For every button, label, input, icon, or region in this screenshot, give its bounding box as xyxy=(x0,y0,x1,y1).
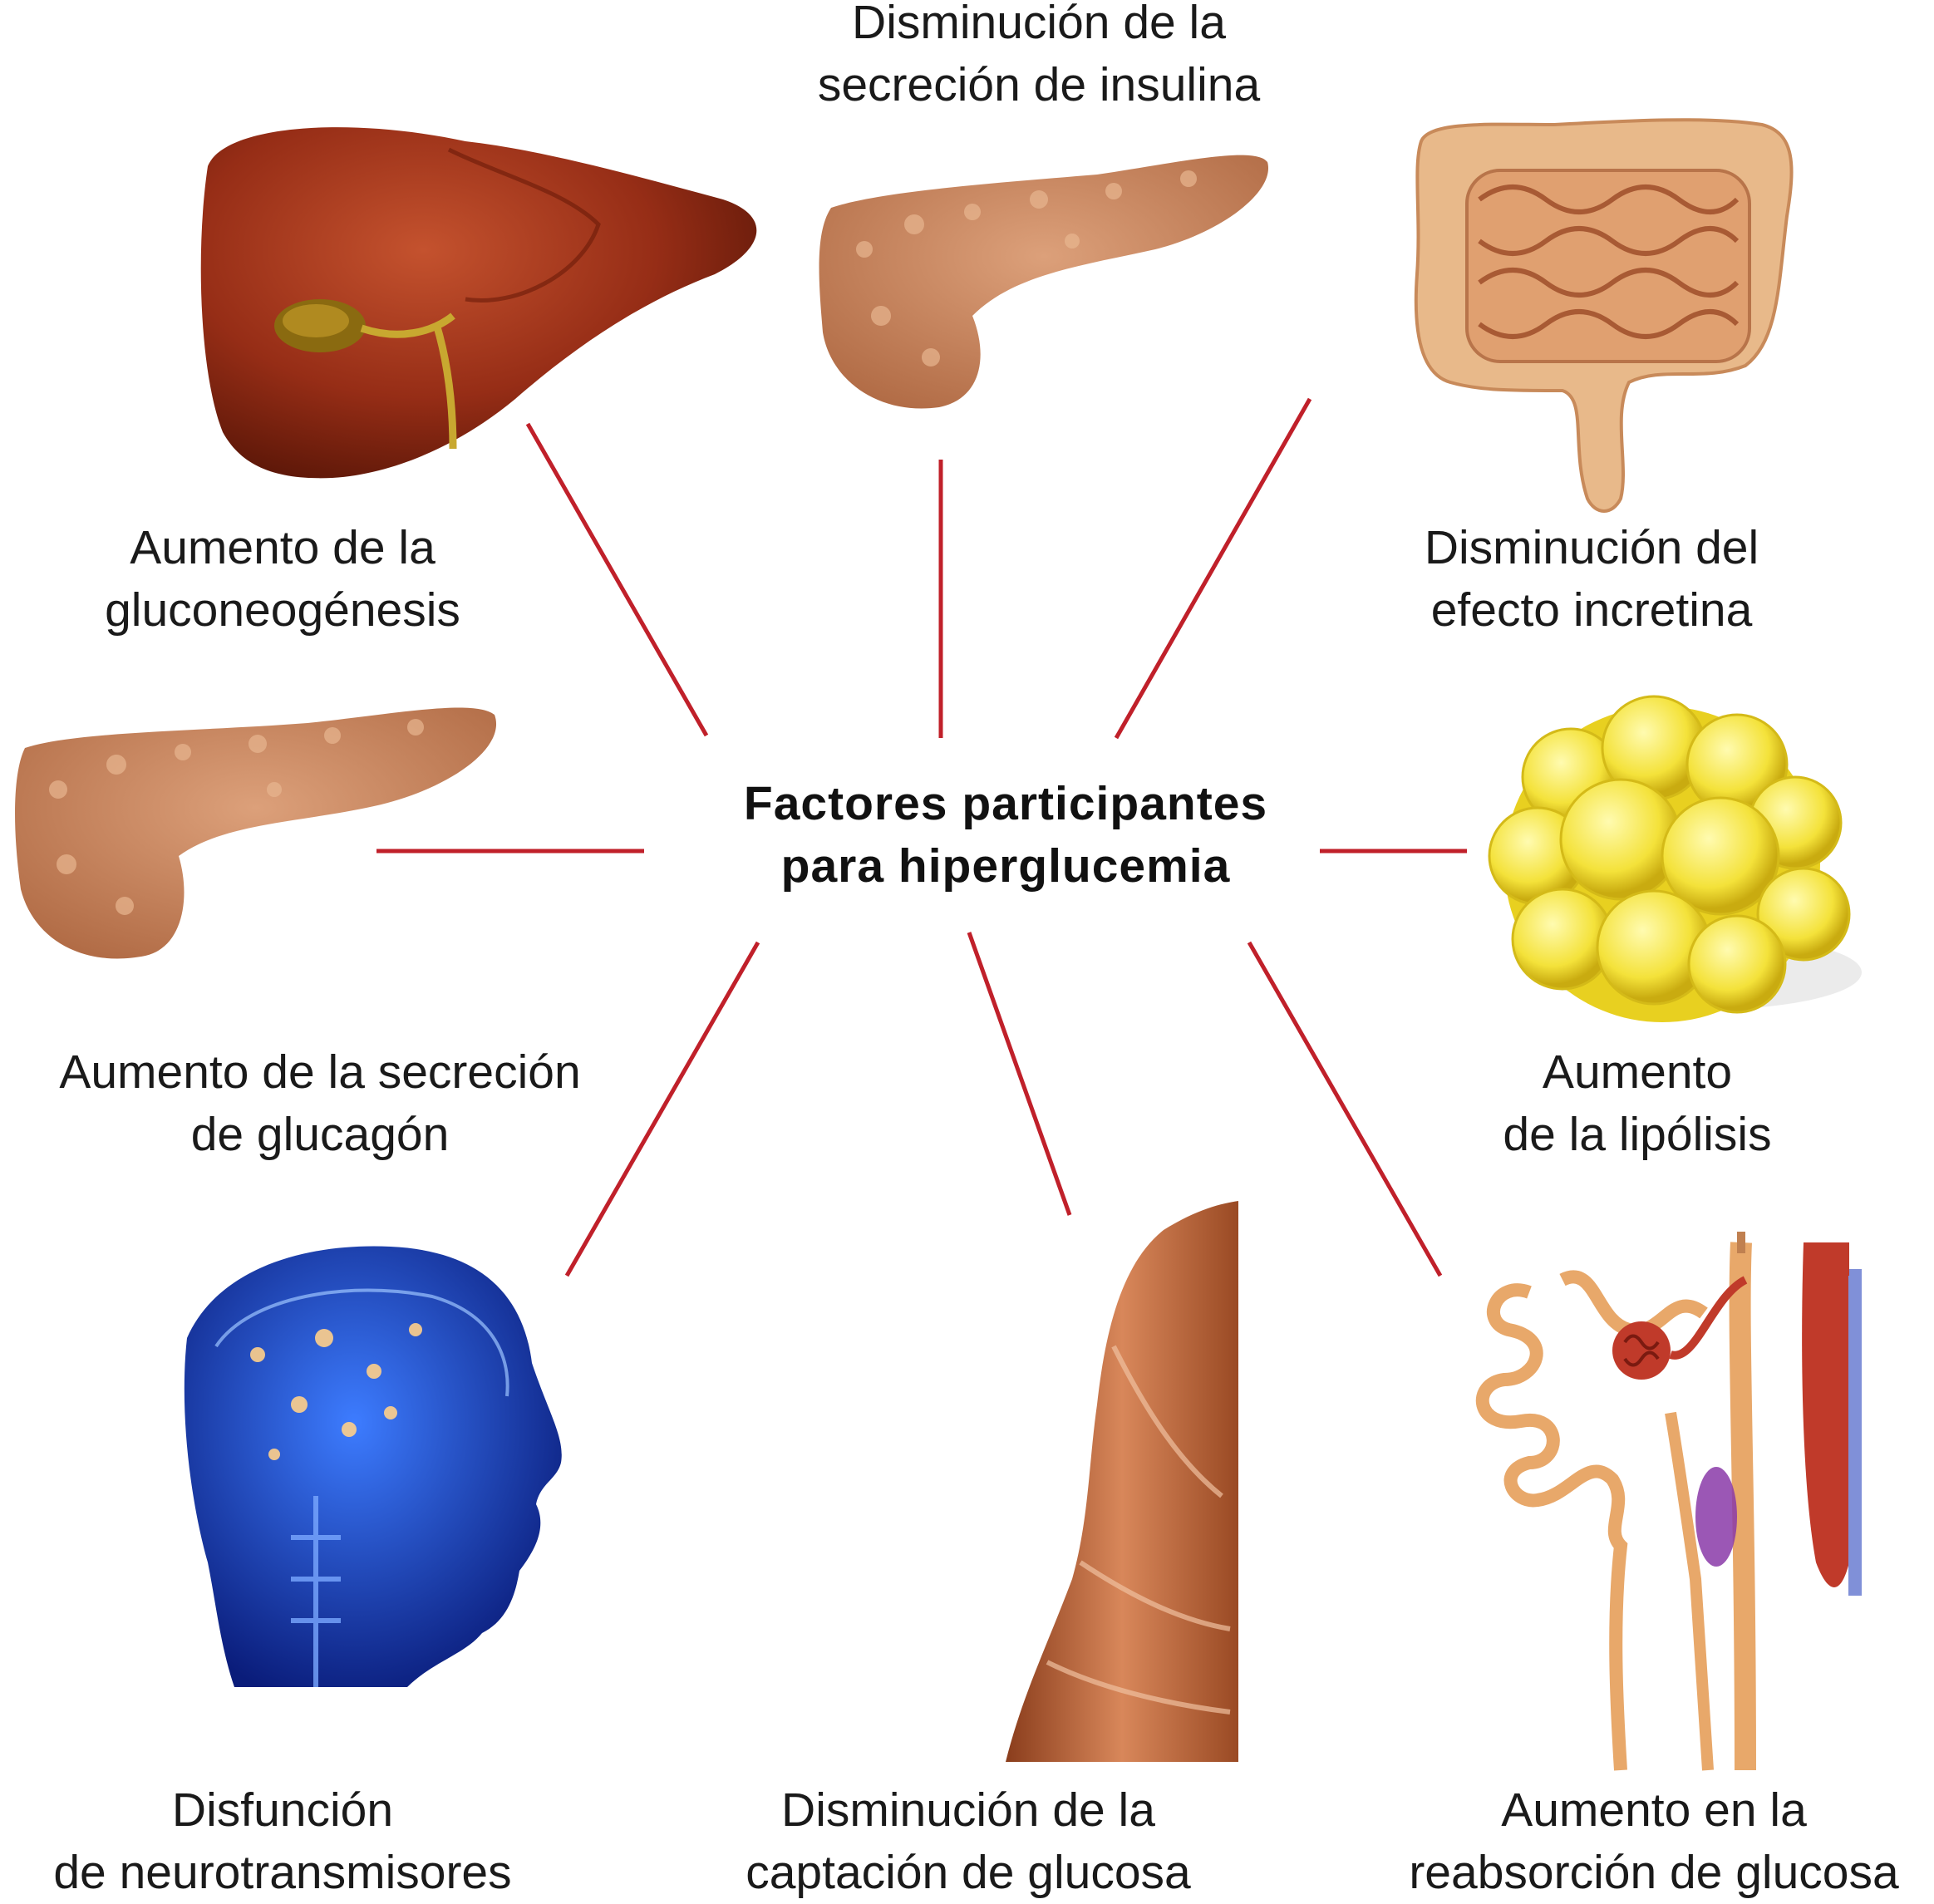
center-title-line2: para hiperglucemia xyxy=(780,839,1231,893)
connector-liver xyxy=(525,422,709,737)
nephron-illustration xyxy=(1475,1232,1862,1771)
intestine-illustration xyxy=(1414,118,1794,513)
liver-illustration xyxy=(200,127,757,479)
connector-muscle xyxy=(967,932,1072,1216)
fat-cells-illustration xyxy=(1488,695,1862,1022)
label-kidney: Aumento en la reabsorción de glucosa xyxy=(1409,1783,1899,1899)
connector-brain xyxy=(564,941,760,1277)
connector-intestine xyxy=(1114,397,1312,740)
label-muscle: Disminución de la captación de glucosa xyxy=(746,1783,1191,1899)
label-adipose: Aumento de la lipólisis xyxy=(1503,1045,1772,1161)
center-title: Factores participantes para hiperglucemi… xyxy=(632,773,1380,898)
brain-illustration xyxy=(184,1246,562,1687)
label-pancreas-left: Aumento de la secreción de glucagón xyxy=(59,1045,581,1161)
center-title-line1: Factores participantes xyxy=(743,777,1268,830)
label-brain: Disfunción de neurotransmisores xyxy=(53,1783,512,1899)
label-intestine: Disminución del efecto incretina xyxy=(1424,521,1759,637)
muscle-illustration xyxy=(1006,1201,1238,1762)
pancreas-illustration-left xyxy=(15,707,497,959)
label-pancreas-top: Disminución de la secreción de insulina xyxy=(817,0,1261,111)
connector-lines xyxy=(376,397,1467,1277)
connector-kidney xyxy=(1247,941,1443,1277)
pancreas-illustration-top xyxy=(819,155,1269,409)
label-liver: Aumento de la gluconeogénesis xyxy=(105,521,460,637)
